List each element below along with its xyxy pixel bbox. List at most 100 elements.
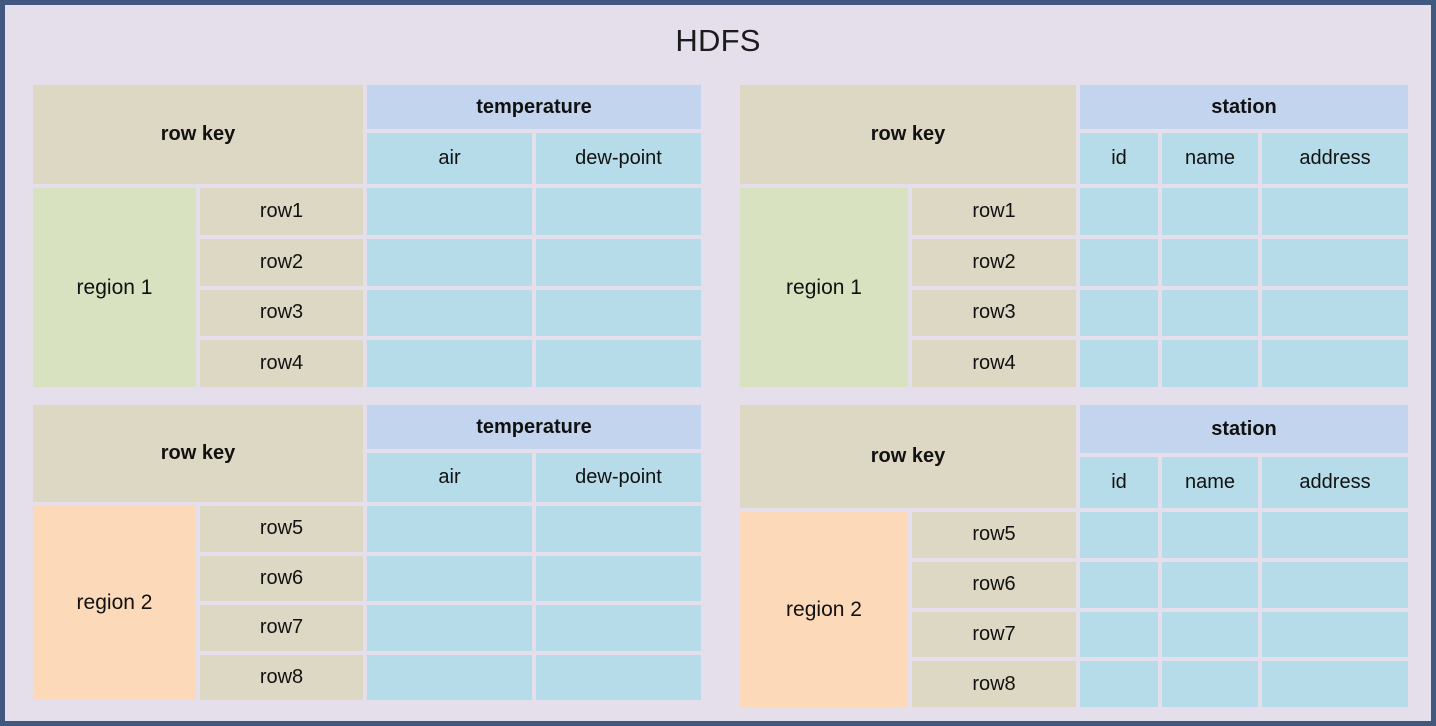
row-key-cell: row5: [912, 512, 1076, 558]
data-row: [367, 605, 701, 651]
region-label-cell: region 2: [33, 506, 196, 700]
data-cell: [536, 289, 701, 337]
data-row: [1080, 289, 1408, 337]
table-header: row key temperature air dew-point: [33, 85, 701, 184]
data-cell: [536, 340, 701, 387]
qualifier-id: id: [1080, 457, 1158, 508]
table-body: region 1 row1 row2 row3 row4: [33, 188, 701, 387]
region-label-cell: region 1: [33, 188, 196, 387]
data-cell: [536, 654, 701, 700]
row-key-cell: row4: [200, 340, 363, 387]
data-cell: [1162, 238, 1258, 286]
data-row: [367, 289, 701, 337]
qualifier-address: address: [1262, 133, 1408, 184]
data-row: [367, 654, 701, 700]
data-cell: [367, 654, 532, 700]
data-row: [1080, 611, 1408, 658]
data-cell: [1262, 340, 1408, 387]
qualifier-id: id: [1080, 133, 1158, 184]
data-row: [367, 555, 701, 601]
column-family-header: station: [1080, 405, 1408, 453]
data-cell: [1080, 561, 1158, 608]
region-label-cell: region 1: [740, 188, 908, 387]
table-header: row key station id name address: [740, 85, 1408, 184]
data-cell: [1080, 289, 1158, 337]
row-key-header: row key: [33, 85, 363, 184]
row-key-cell: row6: [200, 555, 363, 601]
row-key-cell: row1: [200, 188, 363, 235]
data-cell: [1262, 289, 1408, 337]
data-cell: [1262, 561, 1408, 608]
data-cell: [367, 238, 532, 286]
data-cell: [1262, 238, 1408, 286]
row-key-header: row key: [740, 405, 1076, 508]
row-key-header: row key: [740, 85, 1076, 184]
qualifier-address: address: [1262, 457, 1408, 508]
row-key-cell: row6: [912, 561, 1076, 608]
row-key-cell: row1: [912, 188, 1076, 235]
data-row: [1080, 340, 1408, 387]
column-family-header: station: [1080, 85, 1408, 129]
column-family-header: temperature: [367, 85, 701, 129]
row-key-cell: row5: [200, 506, 363, 552]
qualifier-air: air: [367, 133, 532, 184]
data-row: [367, 188, 701, 235]
data-cell: [1162, 340, 1258, 387]
data-cell: [1262, 611, 1408, 658]
row-key-cell: row2: [200, 238, 363, 286]
data-cell: [536, 188, 701, 235]
row-key-cell: row3: [200, 289, 363, 337]
data-cell: [536, 238, 701, 286]
data-cell: [1162, 661, 1258, 707]
table-body: region 2 row5 row6 row7 row8: [33, 506, 701, 700]
data-cell: [367, 289, 532, 337]
column-family-header: temperature: [367, 405, 701, 449]
data-cell: [1162, 611, 1258, 658]
qualifier-row: id name address: [1080, 457, 1408, 508]
row-key-cell: row8: [912, 661, 1076, 707]
table-body: region 2 row5 row6 row7 row8: [740, 512, 1408, 707]
data-row: [367, 238, 701, 286]
data-row: [367, 340, 701, 387]
data-cell: [536, 555, 701, 601]
data-cell: [367, 188, 532, 235]
row-key-cell: row8: [200, 654, 363, 700]
data-cell: [536, 605, 701, 651]
data-cell: [1080, 611, 1158, 658]
table-temperature-region-1: row key temperature air dew-point region…: [33, 85, 701, 387]
data-cell: [367, 340, 532, 387]
row-key-cell: row2: [912, 238, 1076, 286]
data-cell: [1080, 238, 1158, 286]
table-temperature-region-2: row key temperature air dew-point region…: [33, 405, 701, 700]
data-cell: [1080, 512, 1158, 558]
row-key-cell: row7: [912, 611, 1076, 658]
region-label-cell: region 2: [740, 512, 908, 707]
data-cell: [1162, 512, 1258, 558]
data-row: [1080, 238, 1408, 286]
data-cell: [367, 506, 532, 552]
qualifier-row: air dew-point: [367, 453, 701, 502]
row-key-cell: row4: [912, 340, 1076, 387]
qualifier-dew-point: dew-point: [536, 453, 701, 502]
data-row: [1080, 512, 1408, 558]
data-cell: [1080, 661, 1158, 707]
qualifier-name: name: [1162, 133, 1258, 184]
table-header: row key temperature air dew-point: [33, 405, 701, 502]
data-cell: [1080, 340, 1158, 387]
data-row: [1080, 188, 1408, 235]
table-station-region-2: row key station id name address region 2…: [740, 405, 1408, 707]
row-key-cell: row3: [912, 289, 1076, 337]
data-cell: [1262, 188, 1408, 235]
qualifier-name: name: [1162, 457, 1258, 508]
row-key-cell: row7: [200, 605, 363, 651]
data-cell: [1262, 661, 1408, 707]
table-body: region 1 row1 row2 row3 row4: [740, 188, 1408, 387]
qualifier-dew-point: dew-point: [536, 133, 701, 184]
data-row: [1080, 661, 1408, 707]
qualifier-row: air dew-point: [367, 133, 701, 184]
data-cell: [1162, 561, 1258, 608]
data-cell: [1262, 512, 1408, 558]
qualifier-air: air: [367, 453, 532, 502]
data-row: [1080, 561, 1408, 608]
